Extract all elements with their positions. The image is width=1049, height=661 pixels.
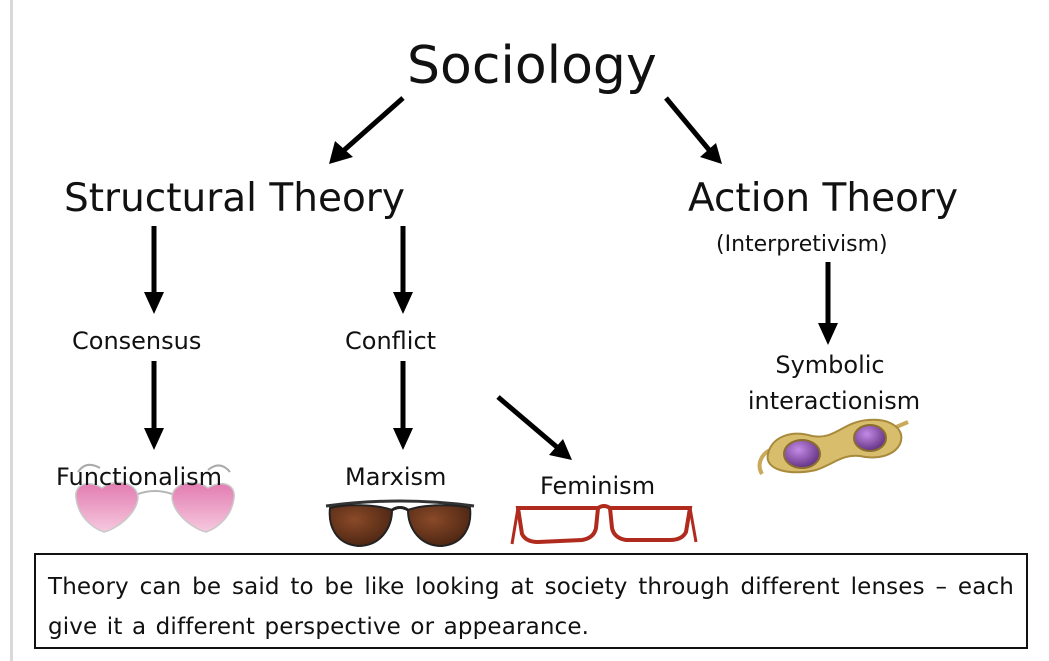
consensus-label: Consensus [72, 327, 202, 355]
arrow-structural-to-consensus [144, 226, 164, 314]
sociology-title: Sociology [407, 36, 657, 96]
arrow-sociology-to-action [664, 96, 722, 164]
brown-aviator-sunglasses-icon [325, 499, 475, 548]
arrow-sociology-to-structural [329, 96, 405, 164]
interpretivism-label: (Interpretivism) [716, 232, 888, 257]
arrow-structural-to-conflict [393, 226, 413, 314]
page-left-rule [10, 0, 13, 661]
caption-text: Theory can be said to be like looking at… [48, 574, 1014, 640]
red-frame-glasses-icon [510, 504, 698, 545]
conflict-label: Conflict [345, 327, 437, 355]
action-theory-label: Action Theory [688, 176, 959, 221]
arrow-conflict-to-marxism [393, 361, 413, 450]
marxism-label: Marxism [345, 463, 447, 491]
feminism-label: Feminism [540, 472, 656, 500]
arrow-consensus-to-functionalism [144, 361, 164, 450]
arrow-conflict-to-feminism [496, 395, 572, 460]
pink-heart-sunglasses-icon [75, 463, 235, 533]
purple-lens-gold-glasses-icon [757, 418, 909, 476]
arrow-action-to-symbolic [818, 262, 838, 345]
interactionism-label: interactionism [747, 387, 921, 415]
caption-box: Theory can be said to be like looking at… [34, 553, 1028, 649]
symbolic-label: Symbolic [775, 351, 885, 379]
structural-theory-label: Structural Theory [64, 176, 405, 221]
functionalism-label: Functionalism [56, 463, 223, 491]
